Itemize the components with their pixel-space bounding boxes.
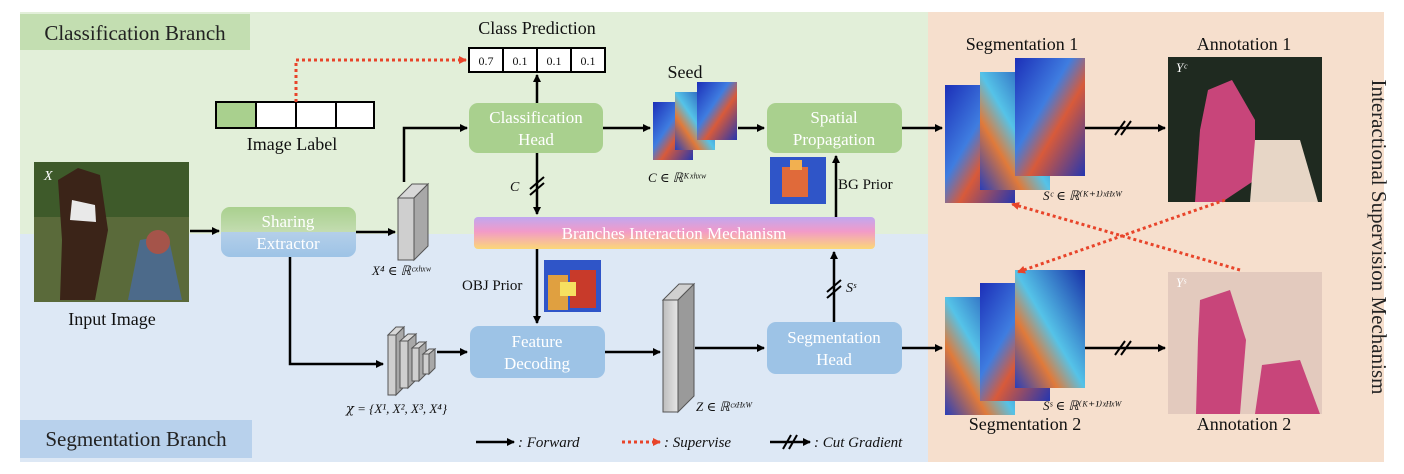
chi-math: 𝜒 = {X¹, X², X³, X⁴} — [345, 401, 448, 416]
feature-decoding-label-1: Feature — [512, 332, 563, 351]
input-image: X — [34, 162, 189, 302]
class-prediction-title: Class Prediction — [478, 18, 596, 38]
cut-mark-s-2 — [826, 285, 842, 299]
annotation-1-label: Annotation 1 — [1197, 34, 1292, 54]
s-cut-label: Sˢ — [846, 281, 857, 296]
x4-feature-block — [396, 182, 430, 262]
segmentation-head-label-1: Segmentation — [787, 328, 881, 347]
svg-text:Yˢ: Yˢ — [1176, 275, 1187, 290]
segmentation-1-maps — [945, 58, 1085, 203]
seed-math: C ∈ ℝᴷˣʰˣʷ — [648, 170, 707, 185]
annotation-1-image: Yᶜ — [1168, 57, 1322, 202]
obj-prior-thumbnail — [544, 260, 601, 312]
annotation-2-label: Annotation 2 — [1197, 414, 1292, 434]
cut-mark-seg1-2 — [1120, 120, 1132, 136]
annotation-2-image: Yˢ — [1168, 272, 1322, 414]
legend-forward-label: : Forward — [518, 435, 580, 451]
cut-mark-c-2 — [529, 182, 545, 196]
class-prob-1: 0.1 — [513, 54, 528, 68]
seed-heatmaps — [653, 82, 737, 160]
segmentation-branch-title-bg — [20, 420, 252, 458]
z-math: Z ∈ ℝᶜˣᴴˣᵂ — [696, 399, 753, 414]
sharing-extractor-label-1: Sharing — [262, 212, 315, 231]
seed-label: Seed — [668, 62, 703, 82]
branches-interaction-label: Branches Interaction Mechanism — [562, 224, 787, 243]
sharing-extractor-block — [221, 207, 356, 257]
spatial-propagation-block — [767, 103, 902, 153]
supervision-mechanism-title: Interactional Supervision Mechanism — [1367, 80, 1391, 395]
arrow-x4-clshead — [402, 124, 468, 182]
cut-mark-c-1 — [529, 176, 545, 190]
arrow-sharing-multilevel — [288, 257, 384, 368]
image-label-caption: Image Label — [247, 134, 337, 154]
classification-head-label-2: Head — [518, 130, 554, 149]
x4-math: X⁴ ∈ ℝᶜˣʰˣʷ — [371, 263, 431, 278]
bg-prior-thumbnail — [770, 157, 826, 204]
sharing-extractor-label-2: Extractor — [256, 234, 320, 253]
segmentation-2-label: Segmentation 2 — [969, 414, 1081, 434]
cut-mark-seg2-1 — [1114, 340, 1126, 356]
segmentation-head-block — [767, 322, 902, 374]
spatial-propagation-label-2: Propagation — [793, 130, 876, 149]
z-feature-block — [661, 282, 696, 414]
class-prob-3: 0.1 — [581, 54, 596, 68]
segmentation-2-maps — [945, 270, 1085, 415]
cut-mark-s-1 — [826, 279, 842, 293]
legend-cut-label: : Cut Gradient — [814, 435, 903, 451]
legend-supervise-label: : Supervise — [664, 435, 731, 451]
classification-branch-title: Classification Branch — [44, 21, 226, 45]
segmentation-branch-title: Segmentation Branch — [45, 427, 227, 451]
class-prediction-vector: 0.7 0.1 0.1 0.1 — [468, 47, 606, 73]
multi-level-features — [386, 325, 437, 397]
c-cut-label: C — [510, 180, 520, 195]
feature-decoding-label-2: Decoding — [504, 354, 571, 373]
legend: : Forward : Supervise : Cut Gradient — [476, 434, 903, 451]
svg-text:X: X — [43, 169, 53, 184]
feature-decoding-block — [470, 326, 605, 378]
segmentation-1-label: Segmentation 1 — [966, 34, 1078, 54]
supervise-ann1-seg2 — [1017, 198, 1226, 274]
classification-head-block — [469, 103, 603, 153]
ss-math: Sˢ ∈ ℝ⁽ᴷ⁺¹⁾ˣᴴˣᵂ — [1043, 398, 1122, 413]
image-label-vector — [215, 101, 375, 129]
cut-mark-seg1-1 — [1114, 120, 1126, 136]
class-prob-2: 0.1 — [547, 54, 562, 68]
classification-head-label-1: Classification — [489, 108, 583, 127]
obj-prior-label: OBJ Prior — [462, 278, 522, 294]
spatial-propagation-label-1: Spatial — [810, 108, 857, 127]
input-image-label: Input Image — [68, 309, 155, 329]
class-prob-0: 0.7 — [479, 54, 494, 68]
sc-math: Sᶜ ∈ ℝ⁽ᴷ⁺¹⁾ˣᴴˣᵂ — [1043, 188, 1123, 203]
bg-prior-label: BG Prior — [838, 177, 893, 193]
svg-text:Yᶜ: Yᶜ — [1176, 60, 1188, 75]
segmentation-head-label-2: Head — [816, 350, 852, 369]
supervise-arrow-label — [294, 56, 467, 102]
cut-mark-seg2-2 — [1120, 340, 1132, 356]
classification-branch-title-bg — [20, 14, 250, 50]
branches-interaction-bar — [474, 217, 875, 249]
